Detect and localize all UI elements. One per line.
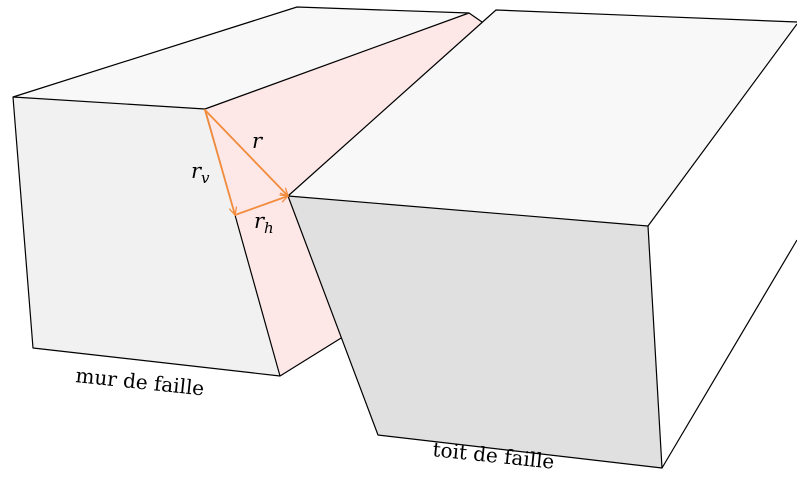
footwall-fault-trace: [234, 214, 281, 377]
net-slip-vector: [204, 109, 289, 197]
hangingwall-edges: [287, 9, 797, 469]
footwall-bottom-edge: [12, 96, 347, 377]
vertical-slip-vector: [204, 109, 238, 216]
horizontal-slip-label: rh: [254, 209, 274, 237]
footwall-front-face: [13, 97, 280, 376]
fault-plane-top-edge: [468, 12, 483, 23]
vertical-slip-label-base: r: [191, 159, 203, 183]
horizontal-slip-label-base: r: [254, 209, 266, 233]
vertical-slip-label-subscript: v: [201, 169, 210, 187]
footwall-label: mur de faille: [74, 363, 205, 400]
horizontal-slip-label-subscript: h: [264, 219, 274, 237]
footwall-top-face: [13, 7, 469, 109]
hangingwall-front-face: [288, 196, 662, 468]
fault-plane: [205, 13, 482, 376]
horizontal-slip-vector: [234, 194, 289, 216]
slip-vectors: [204, 109, 289, 216]
hangingwall-top-edge: [647, 23, 797, 227]
vertical-slip-label: rv: [191, 159, 210, 187]
hangingwall-side-face: [648, 22, 797, 468]
net-slip-label: r: [252, 129, 264, 153]
hangingwall-top-face: [288, 10, 797, 226]
hangingwall-side-edge: [661, 239, 797, 469]
hangingwall-outline: [287, 9, 797, 197]
